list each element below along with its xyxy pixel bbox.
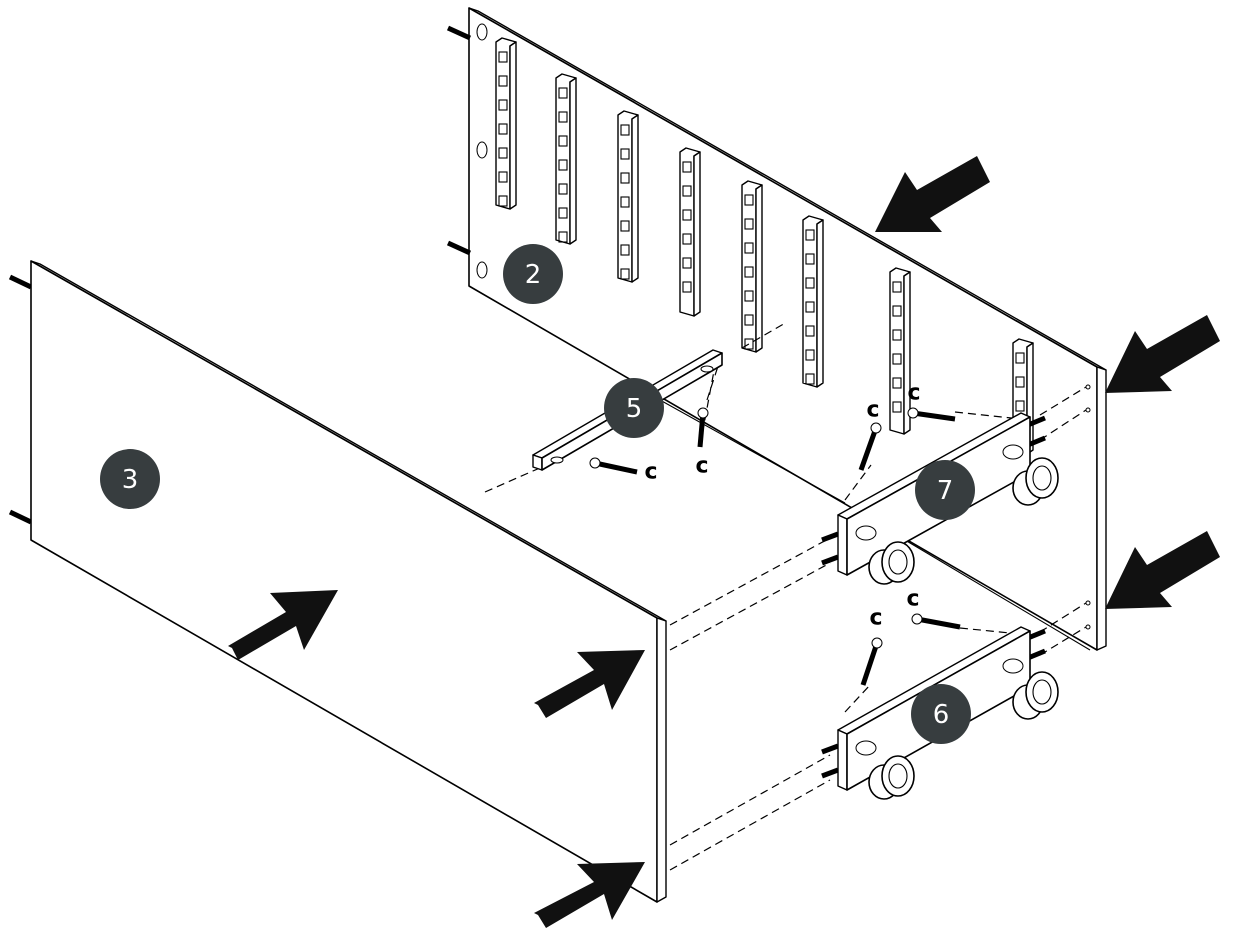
shelf-pin-slot	[558, 87, 568, 99]
shelf-pin-slot	[1015, 352, 1025, 364]
shelf-pin-slot	[498, 171, 508, 183]
shelf-pin-slot	[620, 172, 630, 184]
shelf-pin-slot	[558, 183, 568, 195]
screw-head	[589, 457, 601, 469]
shelf-pin-slot	[620, 196, 630, 208]
screw-label: c	[695, 454, 708, 479]
shelf-pin-slot	[498, 147, 508, 159]
shelf-pin-slot	[805, 349, 815, 361]
shelf-pin-slot	[744, 242, 754, 254]
shelf-pin-slot	[558, 111, 568, 123]
arrow-front-edge-upper	[534, 650, 645, 718]
shelf-pin-slot	[744, 218, 754, 230]
screw-head	[871, 637, 883, 649]
screw-head	[911, 613, 923, 625]
arrow-right-lower	[1105, 531, 1220, 609]
shelf-pin-slot	[805, 229, 815, 241]
shelf-pin-slot	[682, 281, 692, 293]
screw-label: c	[869, 606, 882, 631]
shelf-pin-slot	[498, 51, 508, 63]
shelf-pin-slot	[892, 329, 902, 341]
screw-labels: c c c c c c	[644, 381, 920, 631]
arrow-right-upper	[1105, 315, 1220, 393]
screw-head	[697, 407, 709, 419]
shelf-pin-slot	[682, 209, 692, 221]
shelf-pin-slot	[805, 301, 815, 313]
shelf-pin-slot	[744, 338, 754, 350]
screw-label: c	[906, 587, 919, 612]
shelf-pin-slot	[620, 220, 630, 232]
screw-shaft	[916, 616, 961, 630]
shelf-pin-slot	[558, 231, 568, 243]
shelf-pin-slot	[805, 373, 815, 385]
direction-arrows	[228, 156, 1220, 928]
part-label-7: 7	[937, 476, 954, 506]
shelf-pin-slot	[682, 161, 692, 173]
screw-shaft	[860, 642, 880, 686]
screw-shaft	[697, 412, 706, 448]
shelf-pin-slot	[558, 207, 568, 219]
shelf-pin-slot	[744, 266, 754, 278]
arrow-front-panel	[228, 590, 338, 660]
screw-head	[870, 422, 882, 434]
part-label-2: 2	[525, 260, 542, 290]
shelf-pin-slot	[805, 325, 815, 337]
shelf-pin-slot	[498, 99, 508, 111]
shelf-pin-rail-side	[755, 184, 763, 353]
part-badge-7: 7	[915, 460, 975, 520]
screw-head	[907, 407, 919, 419]
part-badge-3: 3	[100, 449, 160, 509]
shelf-pin-slot	[805, 277, 815, 289]
part-badge-6: 6	[911, 684, 971, 744]
shelf-pin-slot	[682, 233, 692, 245]
shelf-pin-slot	[498, 195, 508, 207]
shelf-pin-slot	[682, 185, 692, 197]
arrow-back-panel	[875, 156, 990, 232]
shelf-pin-rail-side	[509, 41, 517, 210]
shelf-pin-rail-side	[816, 219, 824, 388]
shelf-pin-slot	[682, 257, 692, 269]
screw-shaft	[858, 427, 879, 471]
shelf-pin-slot	[1015, 376, 1025, 388]
screw-shaft	[594, 460, 638, 475]
shelf-pin-slot	[558, 159, 568, 171]
shelf-pin-slot	[498, 75, 508, 87]
shelf-pin-slot	[558, 135, 568, 147]
shelf-pin-rail-side	[693, 151, 701, 317]
shelf-pin-slot	[620, 268, 630, 280]
shelf-pin-slot	[892, 353, 902, 365]
shelf-pin-rail-side	[569, 77, 577, 245]
screw-label: c	[866, 398, 879, 423]
shelf-pin-slot	[744, 314, 754, 326]
shelf-pin-slot	[744, 290, 754, 302]
screw-label: c	[644, 460, 657, 485]
shelf-pin-slot	[620, 148, 630, 160]
shelf-pin-rail-side	[631, 114, 639, 283]
shelf-pin-slot	[620, 244, 630, 256]
shelf-pin-slot	[892, 281, 902, 293]
shelf-pin-slot	[892, 401, 902, 413]
shelf-pin-slot	[620, 124, 630, 136]
shelf-pin-slot	[805, 253, 815, 265]
arrow-front-edge-lower	[534, 862, 645, 928]
shelf-pin-slot	[498, 123, 508, 135]
screws	[589, 407, 961, 686]
shelf-pin-rail-side	[903, 271, 911, 435]
shelf-pin-slot	[1015, 400, 1025, 412]
screw-label: c	[907, 381, 920, 406]
front-panel	[8, 260, 667, 903]
part-badge-2: 2	[503, 244, 563, 304]
part-label-6: 6	[933, 700, 950, 730]
shelf-pin-rails	[495, 37, 1034, 455]
part-label-3: 3	[122, 465, 139, 495]
shelf-pin-slot	[744, 194, 754, 206]
shelf-pin-slot	[892, 305, 902, 317]
screw-shaft	[912, 410, 956, 422]
part-label-5: 5	[626, 394, 643, 424]
shelf-pin-slot	[892, 377, 902, 389]
caster-base-6	[821, 626, 1059, 800]
part-badge-5: 5	[604, 378, 664, 438]
